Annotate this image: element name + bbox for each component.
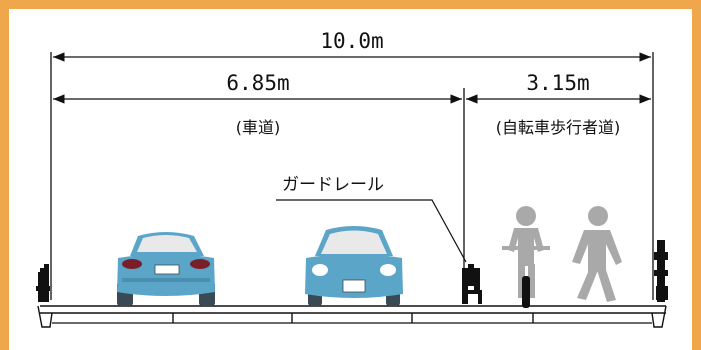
dimension-sidewalk-label: 3.15m: [526, 71, 589, 95]
dimension-sidewalk: 3.15m (自転車歩行者道): [466, 71, 651, 137]
extension-lines: [50, 52, 654, 300]
street-lamp-icon: [36, 264, 50, 302]
guardrail-icon: [462, 264, 482, 304]
car-front-icon: [305, 226, 403, 306]
sidewalk-label: (自転車歩行者道): [496, 118, 621, 137]
car-rear-icon: [117, 232, 215, 306]
roadway-label: (車道): [236, 118, 281, 137]
guardrail-callout: ガードレール: [276, 175, 467, 263]
cyclist-icon: [502, 206, 550, 308]
guardrail-label: ガードレール: [282, 175, 384, 195]
dimension-total-label: 10.0m: [320, 29, 383, 53]
road-deck: [37, 305, 667, 328]
dimension-total: 10.0m: [53, 29, 651, 62]
dimension-roadway: 6.85m (車道): [53, 71, 462, 137]
dimension-roadway-label: 6.85m: [226, 71, 289, 95]
street-lamp-icon: [654, 240, 668, 302]
pedestrian-icon: [572, 206, 622, 302]
